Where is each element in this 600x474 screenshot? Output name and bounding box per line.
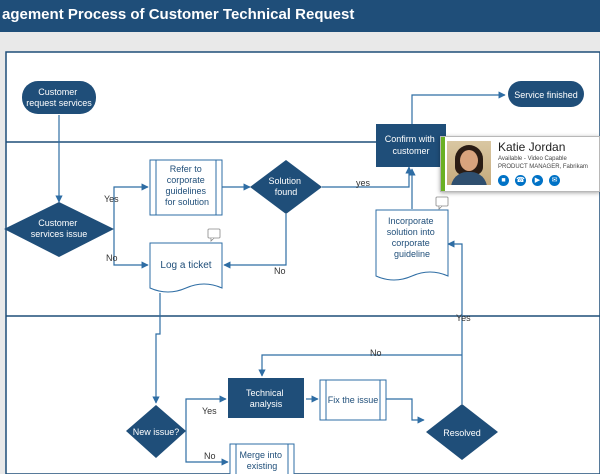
- edge-confirm-to-finished: [411, 91, 506, 124]
- service-finished-node[interactable]: [508, 81, 584, 107]
- edge-label-yes: yes: [356, 178, 371, 188]
- contact-card[interactable]: Katie Jordan Available - Video Capable P…: [440, 136, 600, 192]
- fix-issue-label: Fix the issue: [328, 395, 379, 405]
- customer-services-issue-node[interactable]: [4, 202, 114, 257]
- comment-icon-bubble: [207, 228, 221, 239]
- refer-guidelines-label: Refer to corporate guidelines for soluti…: [165, 164, 209, 207]
- avatar-face: [460, 150, 478, 171]
- avatar[interactable]: [447, 141, 491, 185]
- solution-found-line: found: [275, 187, 298, 197]
- technical-analysis-label: Technical analysis: [246, 388, 286, 409]
- edge-issue-to-log: [113, 229, 149, 269]
- edge-label-yes: Yes: [456, 313, 471, 323]
- video-icon[interactable]: ▶: [532, 175, 543, 186]
- edge-log-to-newissue: [152, 293, 161, 404]
- edge-solution-to-log: [223, 214, 287, 269]
- edge-label-no: No: [370, 348, 382, 358]
- customer-request-label: Customer request services: [26, 87, 92, 108]
- edge-label-yes: Yes: [104, 194, 119, 204]
- new-issue-node[interactable]: [126, 405, 186, 458]
- incorporate-solution-line: guideline: [394, 249, 430, 259]
- merge-existing-node[interactable]: [229, 443, 295, 474]
- phone-icon[interactable]: ☎: [515, 175, 526, 186]
- incorporate-solution-line: Incorporate: [388, 216, 434, 226]
- technical-analysis-line: analysis: [250, 399, 283, 409]
- comment-icon-tail: [438, 205, 443, 210]
- service-finished-label: Service finished: [514, 90, 578, 100]
- edge-fix-to-resolved: [386, 398, 425, 424]
- log-ticket-node[interactable]: [149, 242, 223, 293]
- customer-request-line: request services: [26, 98, 92, 108]
- fix-issue-node[interactable]: [319, 379, 387, 421]
- merge-existing-line: Merge into: [239, 450, 282, 460]
- customer-services-issue-label: Customer services issue: [31, 218, 88, 239]
- incorporate-solution-node[interactable]: [375, 209, 449, 281]
- customer-request-node[interactable]: [22, 81, 96, 114]
- confirm-customer-label: Confirm with customer: [385, 134, 438, 156]
- comment-icon-bubble: [435, 196, 449, 207]
- edge-resolved-to-incorporate: [447, 240, 463, 404]
- chat-icon[interactable]: ■: [498, 175, 509, 186]
- solution-found-label: Solution found: [268, 176, 303, 197]
- comment-icon[interactable]: [435, 196, 449, 210]
- incorporate-solution-line: solution into: [387, 227, 435, 237]
- customer-services-issue-line: services issue: [31, 229, 88, 239]
- contact-name: Katie Jordan: [498, 140, 566, 154]
- technical-analysis-node[interactable]: [228, 378, 304, 418]
- page-title: agement Process of Customer Technical Re…: [2, 6, 355, 23]
- contact-title: PRODUCT MANAGER, Fabrikam: [498, 164, 588, 170]
- confirm-customer-line: customer: [392, 146, 429, 156]
- customer-services-issue-line: Customer: [38, 218, 77, 228]
- log-ticket-label: Log a ticket: [160, 260, 211, 271]
- refer-guidelines-node[interactable]: [149, 159, 223, 216]
- flowchart: Customer request services Service finish…: [0, 32, 600, 474]
- comment-icon-tail: [210, 237, 215, 242]
- refer-guidelines-line: Refer to: [170, 164, 202, 174]
- comment-icon[interactable]: [207, 228, 221, 242]
- customer-request-line: Customer: [38, 87, 77, 97]
- title-bar: agement Process of Customer Technical Re…: [0, 0, 600, 32]
- edge-label-yes: Yes: [202, 406, 217, 416]
- merge-existing-line: existing: [247, 461, 278, 471]
- edge-label-no: No: [106, 253, 118, 263]
- edge-issue-to-refer: [113, 183, 149, 229]
- refer-guidelines-line: corporate: [167, 175, 205, 185]
- confirm-customer-node[interactable]: [376, 124, 446, 167]
- refer-guidelines-line: guidelines: [165, 186, 206, 196]
- incorporate-solution-line: corporate: [392, 238, 430, 248]
- solution-found-line: Solution: [268, 176, 301, 186]
- incorporate-solution-label: Incorporate solution into corporate guid…: [387, 216, 438, 259]
- solution-found-node[interactable]: [250, 160, 322, 214]
- edge-newissue-to-technical: [185, 395, 227, 431]
- resolved-label: Resolved: [443, 428, 481, 438]
- mail-icon[interactable]: ✉: [549, 175, 560, 186]
- contact-status: Available - Video Capable: [498, 156, 567, 162]
- merge-existing-label: Merge into existing: [239, 450, 284, 471]
- edge-resolved-to-technical: [258, 354, 462, 377]
- refer-guidelines-line: for solution: [165, 197, 209, 207]
- edge-label-no: No: [274, 266, 286, 276]
- resolved-node[interactable]: [426, 404, 498, 460]
- technical-analysis-line: Technical: [246, 388, 284, 398]
- presence-indicator: [441, 137, 445, 191]
- edge-newissue-to-merge: [185, 431, 229, 466]
- avatar-shirt: [451, 172, 487, 185]
- edge-label-no: No: [204, 451, 216, 461]
- new-issue-label: New issue?: [133, 427, 180, 437]
- confirm-customer-line: Confirm with: [385, 134, 435, 144]
